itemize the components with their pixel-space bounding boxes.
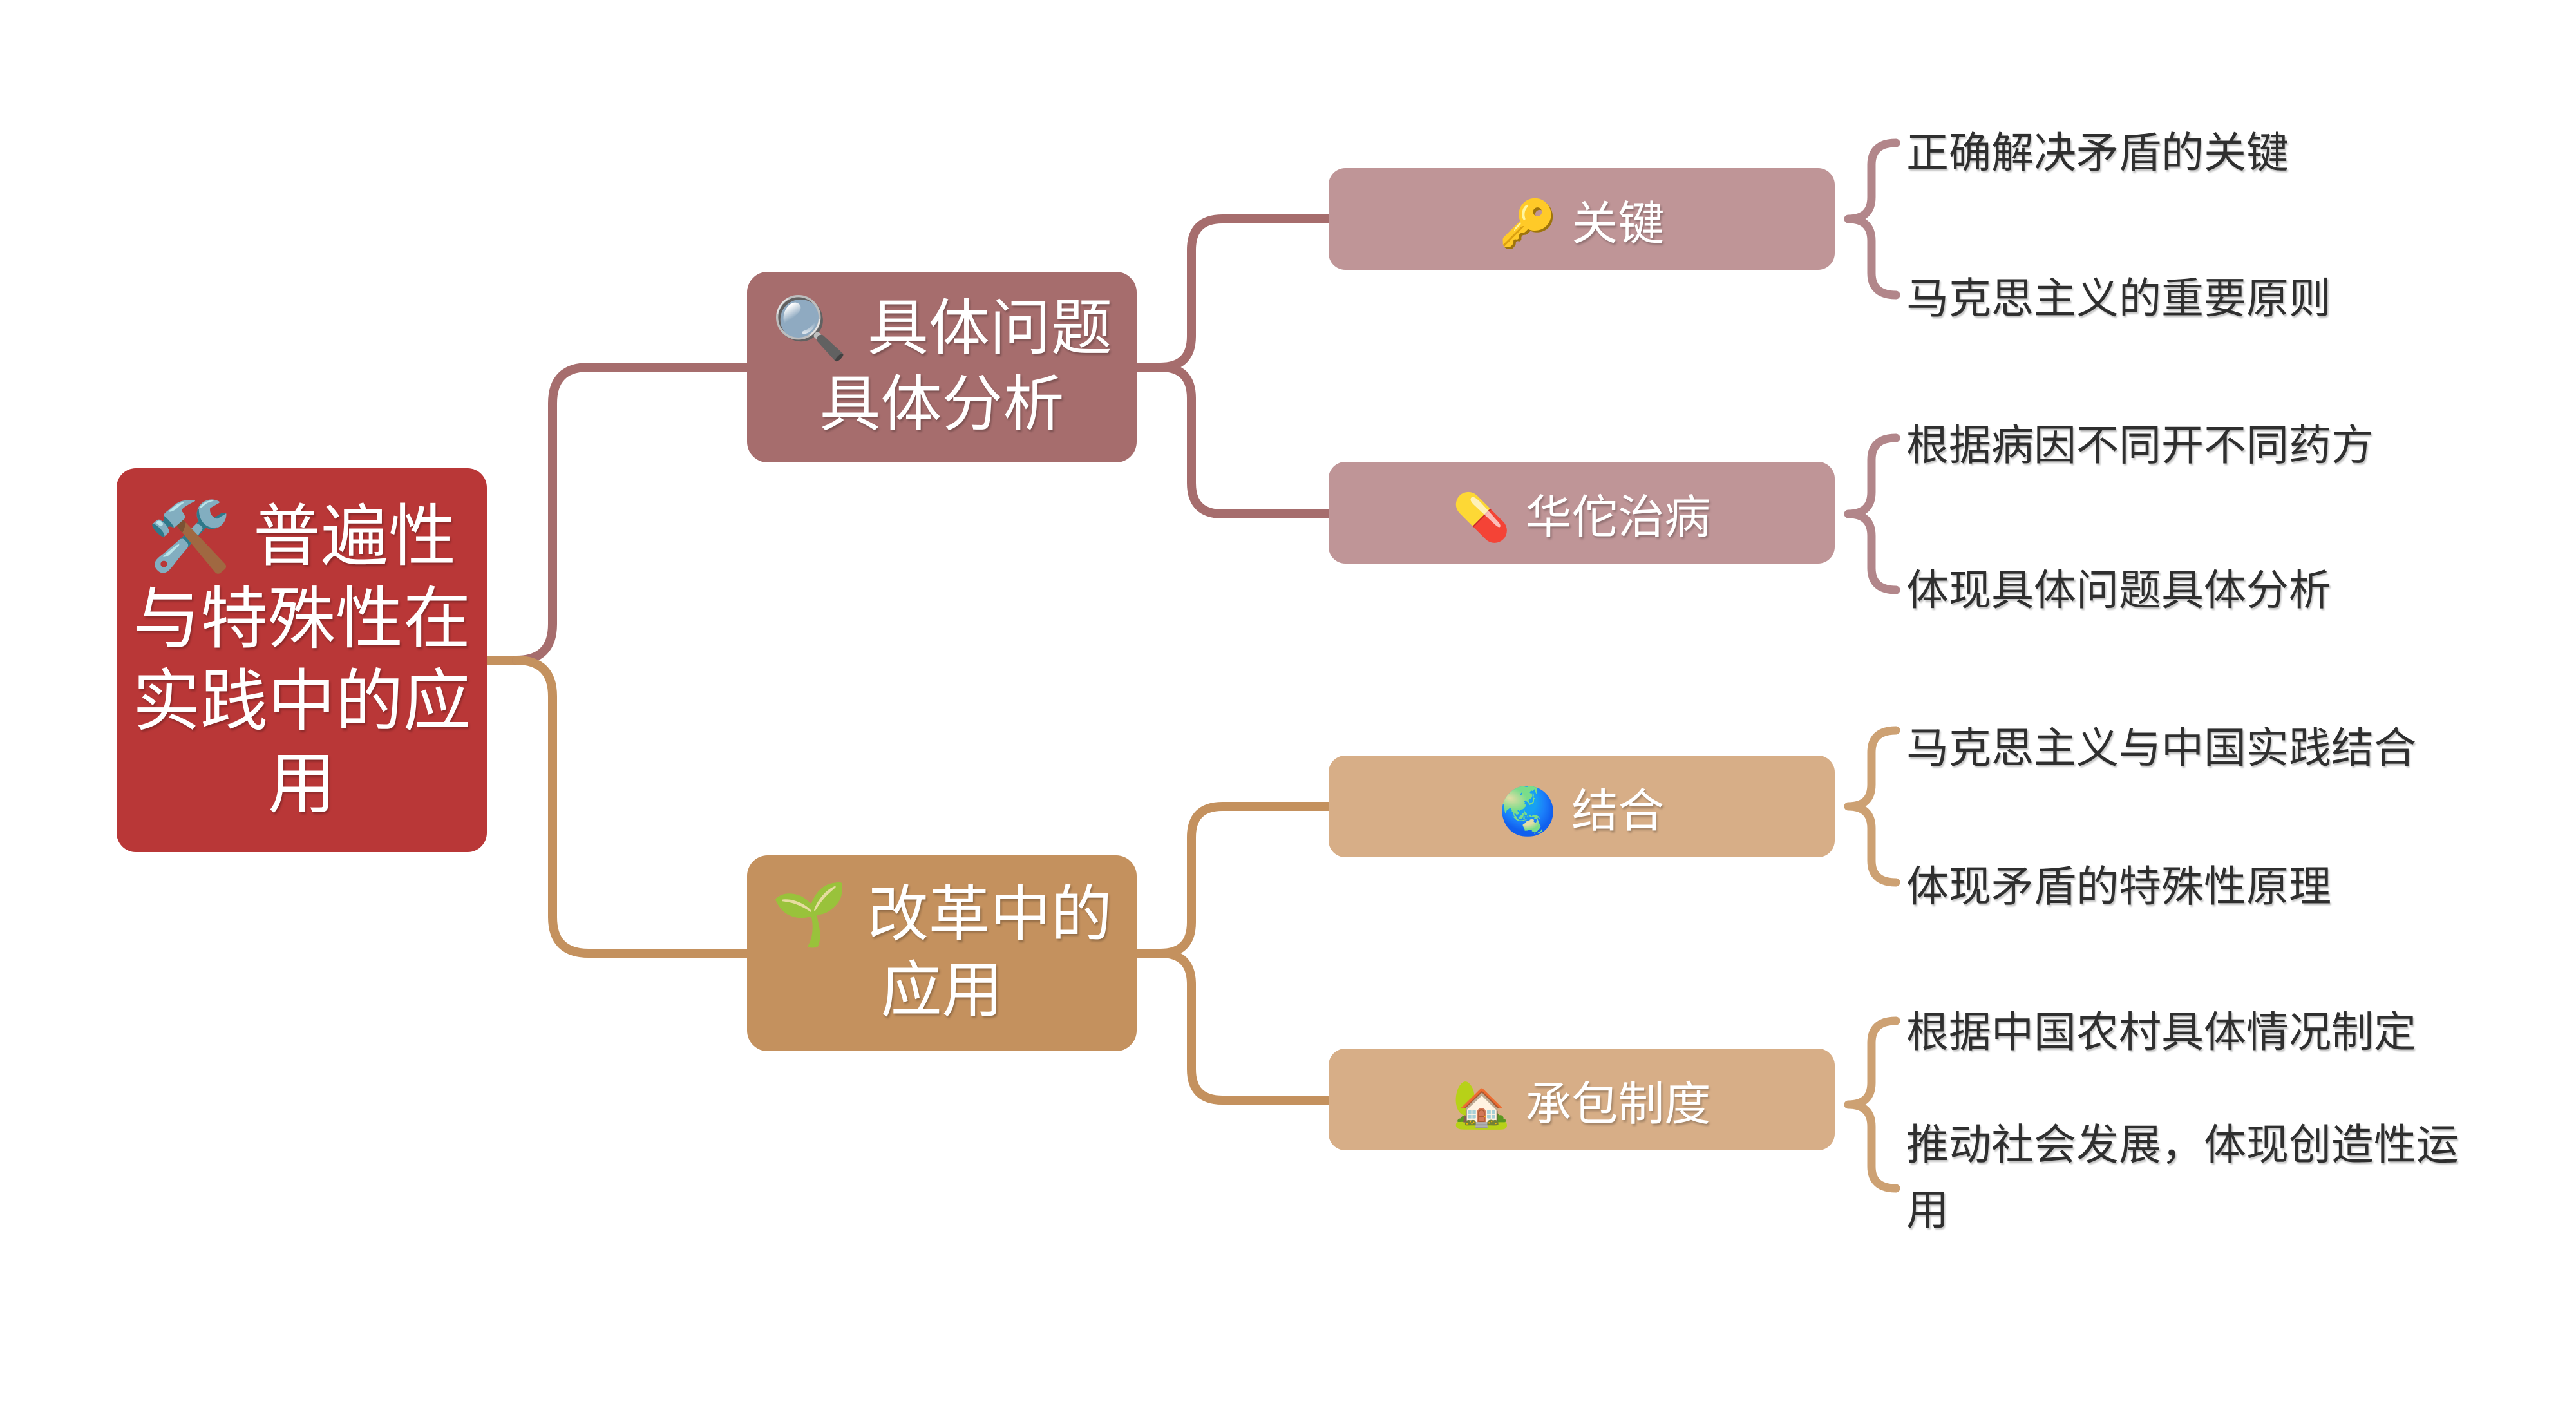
child-chengbao-text: 🏡 承包制度 xyxy=(1453,1066,1711,1134)
brace-huatuo-notes xyxy=(1844,433,1900,594)
leaf-note-jiehe-1[interactable]: 马克思主义与中国实践结合 xyxy=(1906,723,2416,773)
seedling-icon: 🌱 xyxy=(772,879,848,951)
key-icon: 🔑 xyxy=(1499,196,1557,251)
globe-icon: 🌏 xyxy=(1499,783,1557,838)
brace-key-notes xyxy=(1844,138,1900,300)
root-label: 普遍性与特殊性在实践中的应用 xyxy=(132,497,471,824)
hammer-and-wrench-icon: 🛠️ xyxy=(147,497,232,576)
leaf-note-key-1[interactable]: 正确解决矛盾的关键 xyxy=(1906,128,2289,178)
connector-root-to-analysis xyxy=(512,363,758,665)
leaf-note-huatuo-1[interactable]: 根据病因不同开不同药方 xyxy=(1906,421,2374,470)
brace-jiehe-notes xyxy=(1844,726,1900,887)
child-node-huatuo[interactable]: 💊 华佗治病 xyxy=(1329,462,1835,564)
child-node-key[interactable]: 🔑 关键 xyxy=(1329,168,1835,270)
leaf-note-key-2[interactable]: 马克思主义的重要原则 xyxy=(1906,274,2331,323)
leaf-note-huatuo-2[interactable]: 体现具体问题具体分析 xyxy=(1906,566,2331,615)
connector-reform-to-jiehe xyxy=(1156,802,1341,958)
magnifying-glass-icon: 🔍 xyxy=(772,293,848,365)
child-huatuo-label: 华佗治病 xyxy=(1525,490,1711,544)
child-jiehe-text: 🌏 结合 xyxy=(1499,773,1665,841)
child-huatuo-text: 💊 华佗治病 xyxy=(1453,479,1711,547)
connector-analysis-to-key xyxy=(1156,214,1341,372)
child-node-jiehe[interactable]: 🌏 结合 xyxy=(1329,756,1835,857)
root-node-text: 🛠️普遍性与特殊性在实践中的应用 xyxy=(129,495,474,825)
branch-analysis-text: 🔍具体问题具体分析 xyxy=(747,291,1137,443)
leaf-note-jiehe-2[interactable]: 体现矛盾的特殊性原理 xyxy=(1906,862,2331,911)
branch-node-analysis[interactable]: 🔍具体问题具体分析 xyxy=(747,272,1137,462)
house-with-garden-icon: 🏡 xyxy=(1452,1076,1511,1131)
connector-root-to-reform xyxy=(512,656,758,958)
pill-icon: 💊 xyxy=(1452,490,1511,544)
branch-reform-label: 改革中的应用 xyxy=(867,879,1112,1026)
connector-reform-to-chengbao xyxy=(1156,949,1341,1105)
branch-reform-text: 🌱 改革中的应用 xyxy=(747,877,1137,1029)
child-chengbao-label: 承包制度 xyxy=(1525,1076,1711,1131)
child-key-text: 🔑 关键 xyxy=(1499,185,1665,253)
leaf-note-chengbao-1[interactable]: 根据中国农村具体情况制定 xyxy=(1906,1007,2416,1057)
connector-analysis-to-huatuo xyxy=(1156,363,1341,518)
brace-chengbao-notes xyxy=(1844,1016,1900,1193)
child-jiehe-label: 结合 xyxy=(1571,783,1665,838)
leaf-note-chengbao-2[interactable]: 推动社会发展，体现创造性运用 xyxy=(1906,1120,2459,1235)
root-node[interactable]: 🛠️普遍性与特殊性在实践中的应用 xyxy=(117,468,487,852)
child-node-chengbao[interactable]: 🏡 承包制度 xyxy=(1329,1049,1835,1150)
child-key-label: 关键 xyxy=(1571,196,1665,251)
branch-node-reform[interactable]: 🌱 改革中的应用 xyxy=(747,855,1137,1051)
branch-analysis-label: 具体问题具体分析 xyxy=(819,293,1112,440)
